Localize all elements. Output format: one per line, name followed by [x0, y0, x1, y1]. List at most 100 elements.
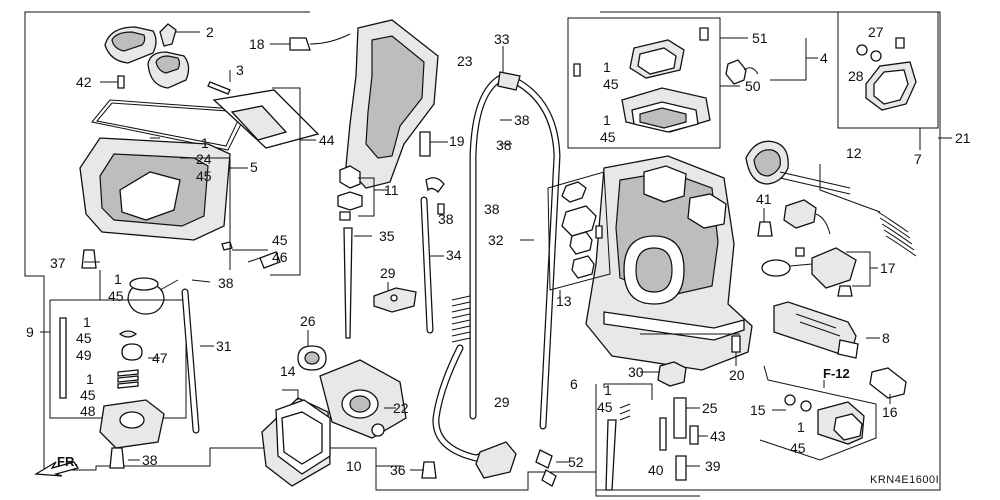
callout-6: 6 [570, 376, 578, 392]
callout-1-g: 1 [604, 382, 612, 398]
callout-38-f: 38 [484, 201, 500, 217]
jet-needle-35 [343, 227, 353, 339]
cable-bracket [475, 441, 517, 479]
subassembly-7 [837, 11, 952, 150]
callout-28: 28 [848, 68, 864, 84]
spring-clip-45-46 [259, 251, 281, 269]
washer-28 [856, 44, 868, 56]
callout-8: 8 [882, 330, 890, 346]
callout-27: 27 [868, 24, 884, 40]
callout-46: 46 [272, 249, 288, 265]
callout-10: 10 [346, 458, 362, 474]
callout-24: 24 [196, 151, 212, 167]
top-boss [643, 165, 687, 203]
callout-49: 49 [76, 347, 92, 363]
callout-29-b: 29 [494, 394, 510, 410]
pilot-jet-43 [689, 425, 699, 445]
leaders-top-left [84, 31, 316, 300]
jet-39 [675, 455, 687, 481]
washer-27 [870, 50, 882, 62]
jet-group-6 [595, 383, 708, 497]
callout-37: 37 [50, 255, 66, 271]
callout-43: 43 [710, 428, 726, 444]
figure-code-label: KRN4E1600I [870, 474, 939, 486]
detail-f12-frame [759, 365, 877, 461]
valve-seat-49 [121, 343, 143, 361]
subframe-4-box [567, 17, 721, 149]
callout-38-b: 38 [142, 452, 158, 468]
callout-12: 12 [846, 145, 862, 161]
callout-9: 9 [26, 324, 34, 340]
callout-22: 22 [393, 400, 409, 416]
callout-11: 11 [384, 182, 399, 198]
callout-1-e: 1 [603, 59, 611, 75]
callout-34: 34 [446, 247, 462, 263]
clamp-52 [535, 449, 557, 487]
callout-38-d: 38 [496, 137, 512, 153]
callout-45-c: 45 [272, 232, 288, 248]
callout-30: 30 [628, 364, 644, 380]
callout-1-b: 1 [114, 271, 122, 287]
needle-jet-group [337, 131, 448, 339]
callout-41: 41 [756, 191, 772, 207]
bolt-part-19 [419, 131, 431, 157]
screw-20 [731, 335, 741, 353]
subframe-13 [547, 171, 611, 291]
callout-5: 5 [250, 159, 258, 175]
screw-part-38-lower [109, 447, 125, 469]
subframe-6 [595, 384, 700, 497]
vent-fitting-part [159, 23, 177, 47]
callout-21: 21 [955, 130, 971, 146]
callout-45-g: 45 [600, 129, 616, 145]
callout-19: 19 [449, 133, 465, 149]
jet-40 [659, 417, 667, 451]
callout-25: 25 [702, 400, 718, 416]
drain-screw-part [81, 249, 97, 269]
callout-31: 31 [216, 338, 232, 354]
screw-part-36 [421, 461, 437, 479]
callout-38-e: 38 [438, 211, 454, 227]
return-spring-12 [877, 211, 917, 257]
accelerator-pump-group [261, 330, 407, 487]
callout-14: 14 [280, 363, 296, 379]
fitting-16 [869, 367, 907, 399]
callout-45-d: 45 [76, 330, 92, 346]
callout-1-h: 1 [797, 419, 805, 435]
screw-41 [757, 221, 773, 237]
callout-39: 39 [705, 458, 721, 474]
callout-3: 3 [236, 62, 244, 78]
bolt-part-18 [289, 37, 311, 51]
figure-reference-label: F-12 [823, 366, 850, 381]
carburetor-body [585, 155, 753, 371]
washer-15a [784, 394, 796, 406]
callout-16: 16 [882, 404, 898, 420]
linkage-13-group [547, 171, 741, 387]
throttle-shaft [779, 171, 851, 189]
screw-part-42 [117, 75, 125, 89]
washer-15b [800, 400, 812, 412]
front-direction-arrow [33, 461, 80, 477]
callout-45-h: 45 [597, 399, 613, 415]
callout-26: 26 [300, 313, 316, 329]
callout-45-b: 45 [108, 288, 124, 304]
callout-23: 23 [457, 53, 473, 69]
float-valve-needle [59, 317, 67, 399]
main-jet-25 [673, 397, 687, 439]
callout-1-f: 1 [603, 112, 611, 128]
needle-clip-11 [339, 165, 361, 189]
subassembly-4 [567, 17, 818, 149]
throttle-spring [451, 295, 471, 343]
spring-part-47 [117, 369, 139, 389]
callout-2: 2 [206, 24, 214, 40]
spring-50 [725, 59, 747, 85]
screw-part-50 [573, 63, 581, 77]
callout-17: 17 [880, 260, 896, 276]
callout-35: 35 [379, 228, 395, 244]
callout-20: 20 [729, 367, 745, 383]
callout-45-i: 45 [790, 440, 806, 456]
elbow-38-e [425, 177, 445, 193]
callout-13: 13 [556, 293, 572, 309]
float-30 [657, 361, 687, 387]
callout-4: 4 [820, 50, 828, 66]
